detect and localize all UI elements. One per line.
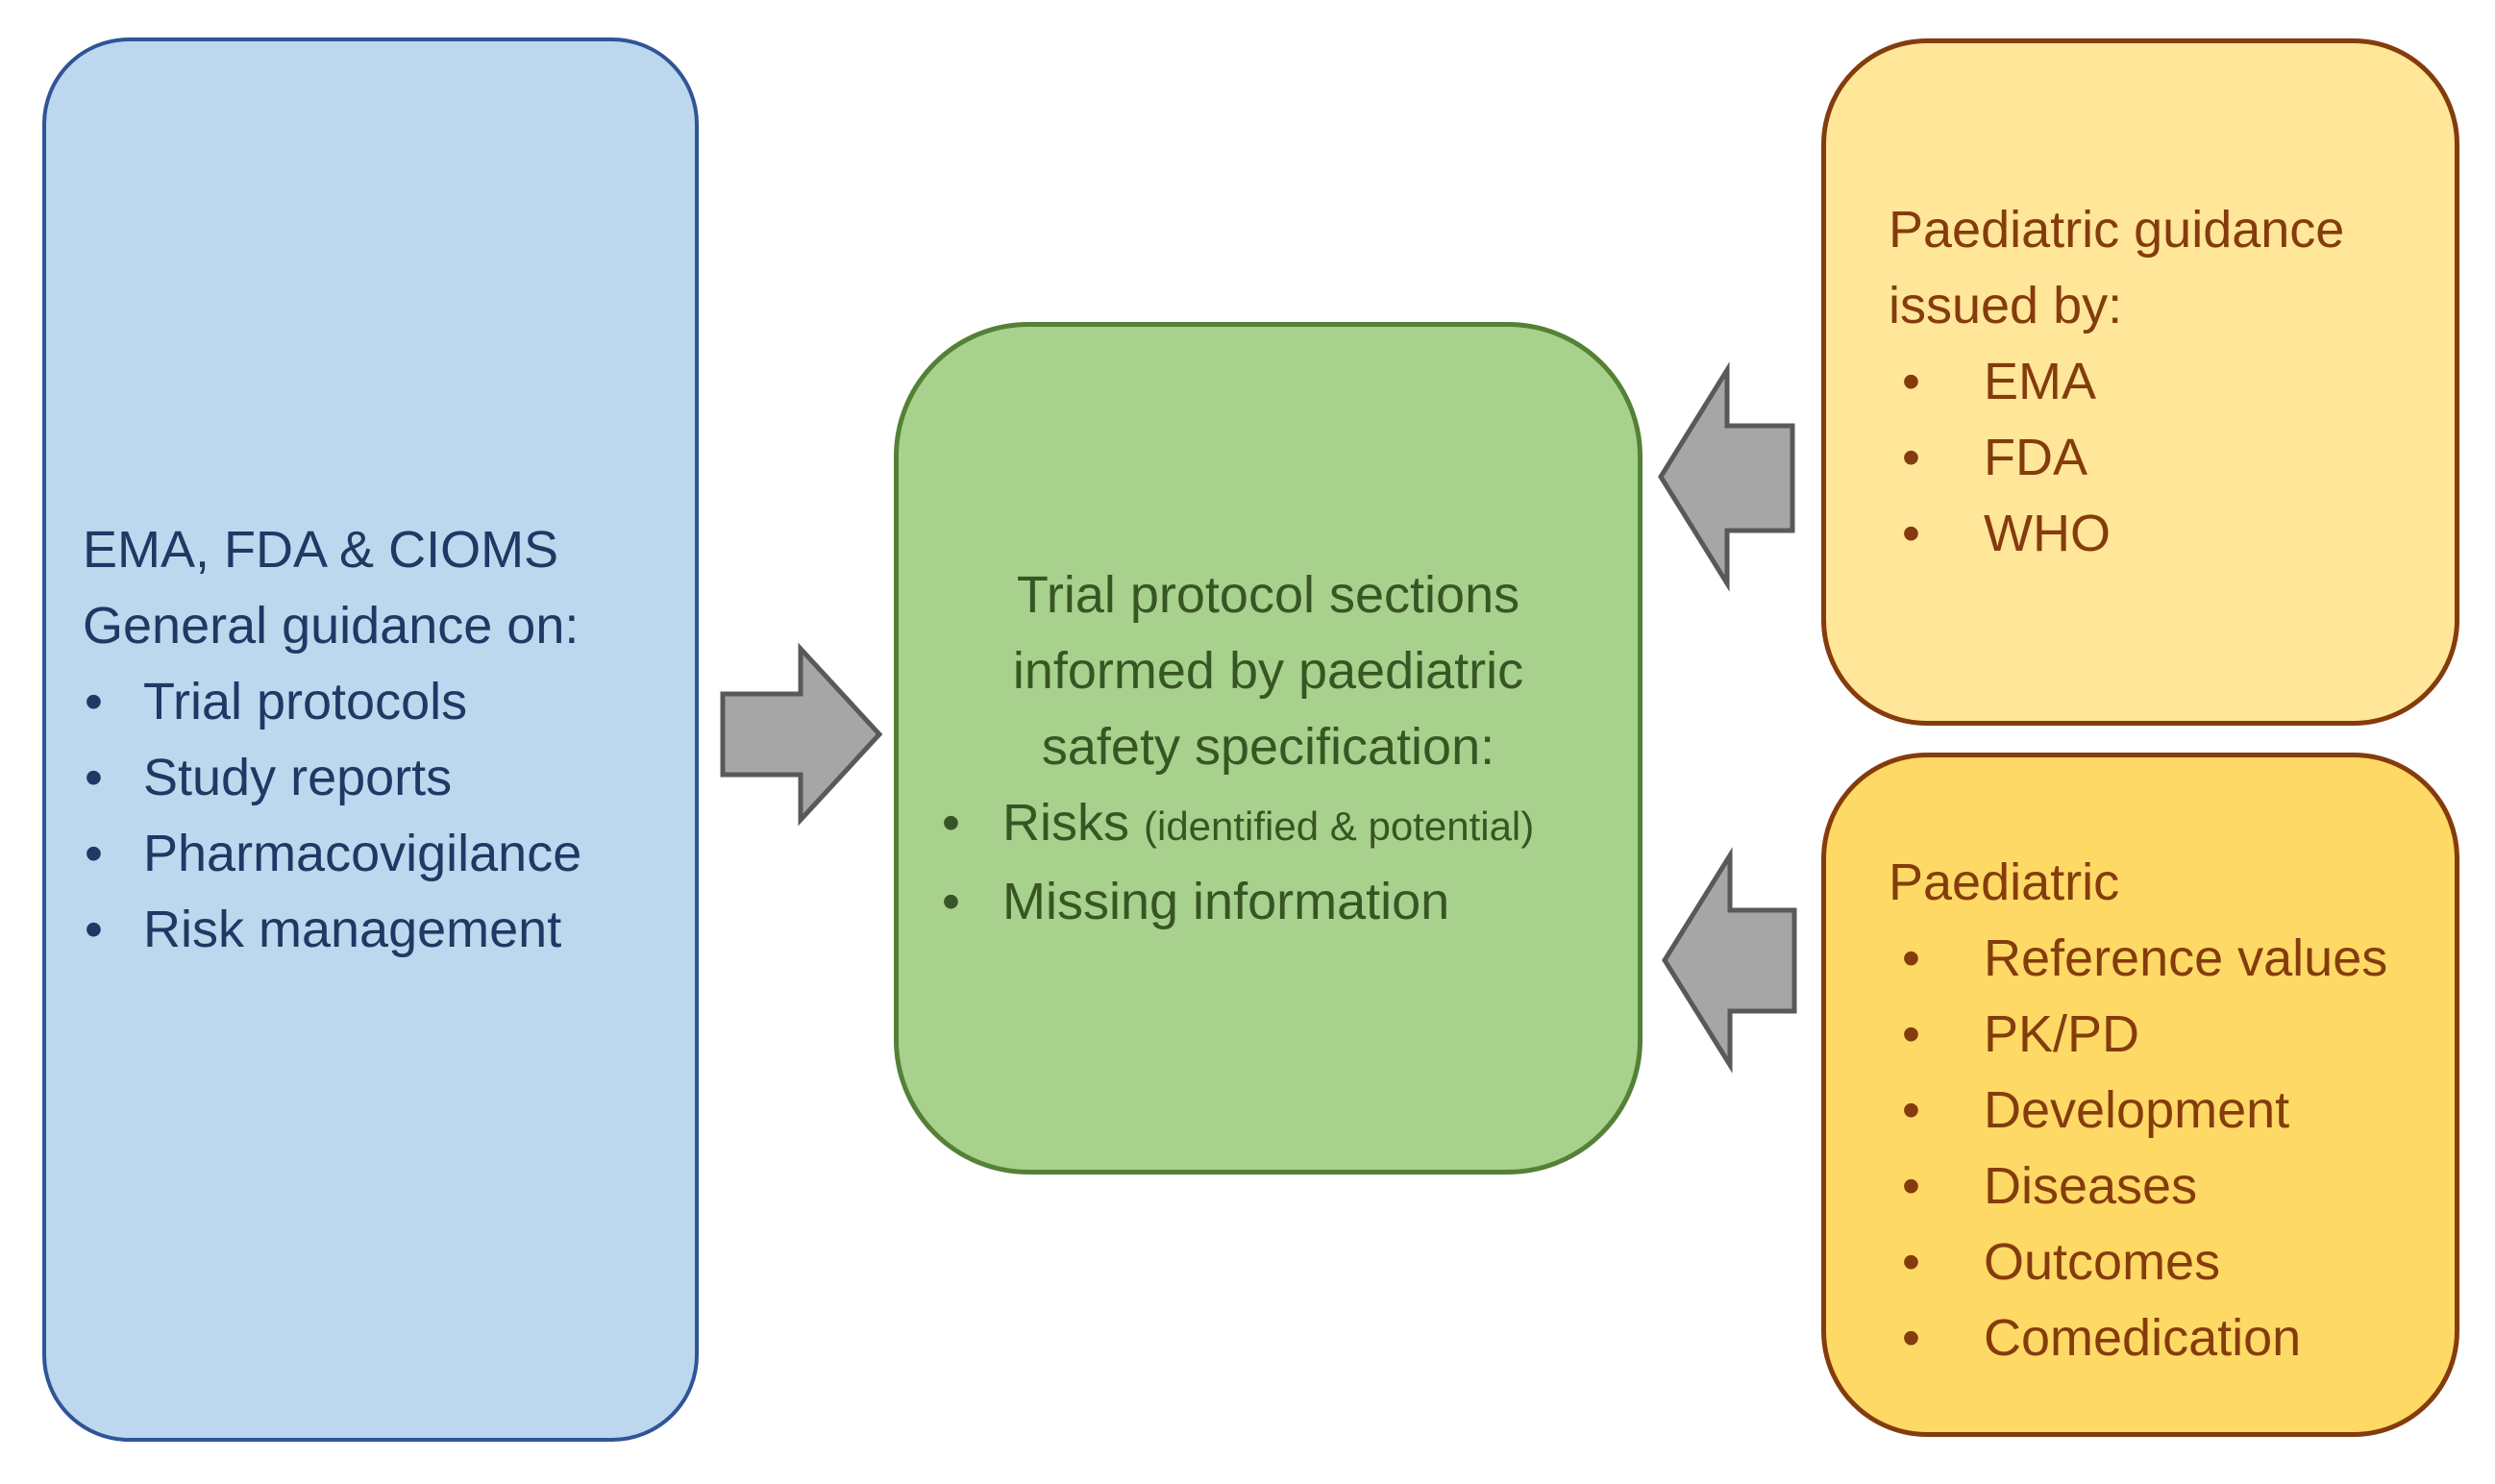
box-paediatric-data: Paediatric • Reference values • PK/PD • … <box>1821 753 2459 1437</box>
bullet-icon: • <box>1902 1080 1920 1139</box>
general-guidance-heading-line-1: EMA, FDA & CIOMS <box>83 520 559 579</box>
trial-protocol-bullet-item: • Risks (identified & potential) <box>942 785 1638 864</box>
bullet-label: Outcomes <box>1984 1232 2221 1291</box>
paediatric-data-bullet-item: • PK/PD <box>1889 997 2455 1073</box>
general-guidance-bullet-item: • Pharmacovigilance <box>83 816 695 892</box>
bullet-icon: • <box>85 900 103 958</box>
bullet-label: Missing information <box>1002 872 1450 930</box>
bullet-label: Comedication <box>1984 1308 2302 1367</box>
bullet-icon: • <box>85 672 103 730</box>
general-guidance-heading-line-2: General guidance on: <box>83 596 580 655</box>
trial-protocol-heading-line-1: Trial protocol sections <box>1016 565 1520 624</box>
bullet-icon: • <box>85 748 103 806</box>
bullet-icon: • <box>1902 928 1920 987</box>
box-general-guidance: EMA, FDA & CIOMS General guidance on: • … <box>42 37 699 1442</box>
bullet-icon: • <box>942 793 960 852</box>
bullet-icon: • <box>1902 1232 1920 1291</box>
box-trial-protocol-sections: Trial protocol sections informed by paed… <box>894 322 1643 1175</box>
bullet-label: WHO <box>1984 505 2111 562</box>
bullet-label: Trial protocols <box>143 672 468 730</box>
bullet-icon: • <box>1902 1308 1920 1367</box>
bullet-label: Reference values <box>1984 928 2388 987</box>
paediatric-guidance-bullet-item: • WHO <box>1889 496 2455 572</box>
bullet-icon: • <box>1902 1004 1920 1063</box>
bullet-icon: • <box>1902 429 1920 486</box>
paediatric-data-bullet-item: • Reference values <box>1889 921 2455 997</box>
general-guidance-bullet-item: • Risk management <box>83 892 695 968</box>
paediatric-data-bullet-item: • Development <box>1889 1073 2455 1149</box>
paediatric-data-heading-line-1: Paediatric <box>1889 853 2120 911</box>
general-guidance-bullet-item: • Trial protocols <box>83 664 695 740</box>
paediatric-guidance-heading-line-1: Paediatric guidance <box>1889 201 2345 259</box>
paediatric-guidance-bullet-item: • EMA <box>1889 344 2455 420</box>
trial-protocol-heading-line-2: informed by paediatric <box>1012 641 1524 700</box>
bullet-note: (identified & potential) <box>1144 803 1535 849</box>
bullet-label: Diseases <box>1984 1156 2198 1215</box>
bullet-icon: • <box>1902 353 1920 410</box>
bullet-label: Pharmacovigilance <box>143 824 582 882</box>
arrow-right-icon <box>720 642 883 827</box>
bullet-icon: • <box>942 872 960 930</box>
bullet-label: Risks <box>1002 793 1129 852</box>
bullet-icon: • <box>1902 1156 1920 1215</box>
paediatric-data-bullet-item: • Outcomes <box>1889 1224 2455 1300</box>
bullet-label: FDA <box>1984 429 2087 486</box>
trial-protocol-content: Trial protocol sections informed by paed… <box>899 327 1638 1170</box>
bullet-icon: • <box>1902 505 1920 562</box>
bullet-label: Study reports <box>143 748 453 806</box>
paediatric-guidance-heading-line-2: issued by: <box>1889 277 2123 334</box>
paediatric-guidance-bullet-item: • FDA <box>1889 420 2455 496</box>
bullet-label: PK/PD <box>1984 1004 2140 1063</box>
paediatric-data-content: Paediatric • Reference values • PK/PD • … <box>1826 773 2455 1447</box>
general-guidance-content: EMA, FDA & CIOMS General guidance on: • … <box>46 41 695 1438</box>
bullet-label: EMA <box>1984 353 2097 410</box>
arrow-left-top-icon <box>1658 361 1795 592</box>
paediatric-data-bullet-item: • Diseases <box>1889 1149 2455 1224</box>
bullet-icon: • <box>85 824 103 882</box>
bullet-label: Risk management <box>143 900 562 958</box>
bullet-label: Development <box>1984 1080 2290 1139</box>
trial-protocol-heading-line-3: safety specification: <box>1041 717 1495 776</box>
general-guidance-bullet-item: • Study reports <box>83 740 695 816</box>
trial-protocol-bullet-item: • Missing information <box>942 864 1638 940</box>
paediatric-data-bullet-item: • Comedication <box>1889 1300 2455 1376</box>
box-paediatric-guidance: Paediatric guidance issued by: • EMA • F… <box>1821 38 2459 726</box>
arrow-left-bottom-icon <box>1662 847 1797 1074</box>
paediatric-guidance-content: Paediatric guidance issued by: • EMA • F… <box>1826 43 2455 721</box>
